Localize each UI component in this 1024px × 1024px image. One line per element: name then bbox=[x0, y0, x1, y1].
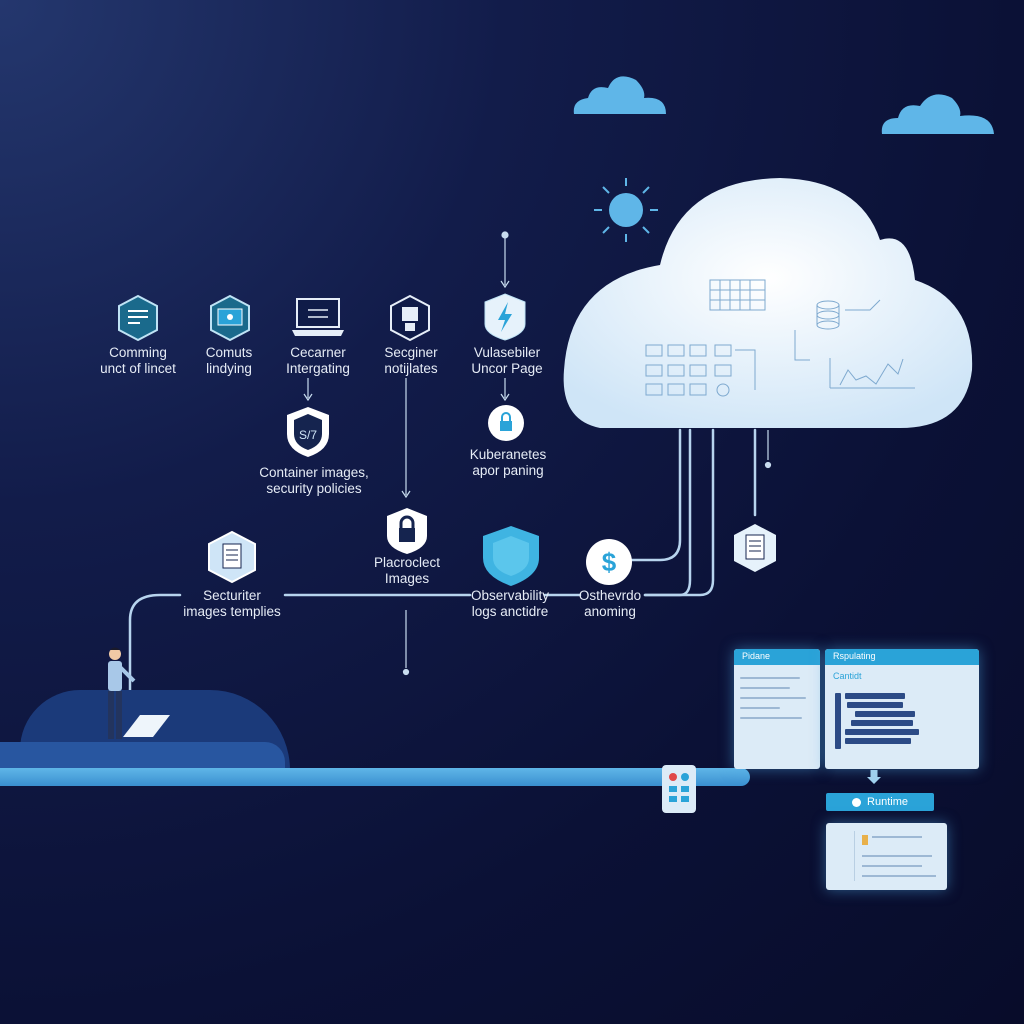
document-shield-icon bbox=[116, 294, 160, 342]
chart-bar bbox=[847, 702, 903, 708]
panel-title: Pidane bbox=[734, 649, 820, 665]
shield-icon: S/7 bbox=[283, 404, 333, 460]
chart-bar bbox=[845, 738, 911, 744]
chart-bar bbox=[845, 693, 905, 699]
lock-circle-icon bbox=[487, 404, 525, 442]
person-icon bbox=[108, 647, 170, 739]
cloud-icon bbox=[881, 94, 994, 134]
svg-text:$: $ bbox=[602, 547, 617, 577]
lock-shield-icon bbox=[384, 506, 430, 556]
repository-panel[interactable]: Rspulating Cantidt bbox=[825, 649, 979, 769]
dollar-circle-icon: $ bbox=[585, 538, 633, 586]
chart-axis bbox=[835, 693, 841, 749]
server-lock-icon bbox=[388, 294, 432, 342]
runtime-icon bbox=[852, 797, 862, 807]
document-hexagon-icon bbox=[205, 530, 259, 584]
runtime-label: Runtime bbox=[867, 796, 908, 808]
runtime-panel[interactable] bbox=[826, 823, 947, 890]
pipeline-bar bbox=[0, 768, 750, 786]
panel-title: Rspulating bbox=[825, 649, 979, 665]
svg-text:S/7: S/7 bbox=[299, 428, 317, 442]
cloud-platform bbox=[563, 178, 973, 428]
panel-subtitle: Cantidt bbox=[833, 671, 862, 681]
cloud-icon bbox=[573, 76, 666, 114]
chart-bar bbox=[851, 720, 913, 726]
chart-bar bbox=[845, 729, 919, 735]
pipeline-panel[interactable]: Pidane bbox=[734, 649, 820, 769]
chart-bar bbox=[855, 711, 915, 717]
laptop-icon bbox=[290, 296, 346, 340]
monitor-shield-icon bbox=[208, 294, 252, 342]
ground-platform bbox=[0, 742, 285, 770]
runtime-button[interactable]: Runtime bbox=[826, 793, 934, 811]
remote-device[interactable] bbox=[662, 765, 696, 813]
container-label: Container images,security policies bbox=[259, 465, 369, 496]
down-arrow-icon bbox=[867, 770, 881, 784]
sun-icon bbox=[594, 178, 658, 242]
document-hexagon-icon bbox=[731, 522, 779, 574]
shield-icon bbox=[480, 524, 542, 588]
lightning-shield-icon bbox=[482, 292, 528, 342]
